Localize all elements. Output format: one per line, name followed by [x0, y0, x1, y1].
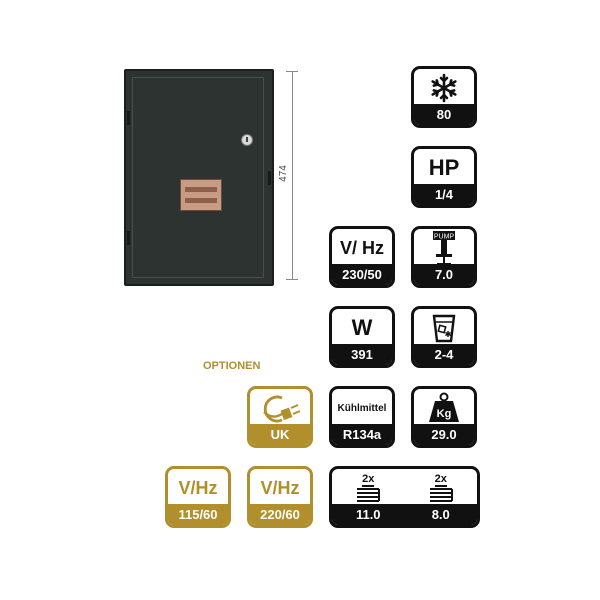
tile-option-uk: UK [247, 386, 313, 448]
refrigerant-value: R134a [332, 424, 392, 445]
tile-option-115: V/Hz 115/60 [165, 466, 231, 528]
weight-icon: Kg [429, 392, 459, 422]
coil-group-2: 2x 8.0 [404, 469, 477, 525]
tile-weight: Kg 29.0 [411, 386, 477, 448]
svg-text:PUMP: PUMP [434, 234, 455, 241]
coil-1-count: 2x [362, 473, 375, 487]
coil-icon [357, 488, 381, 502]
hinge-side [268, 171, 271, 185]
coil-2-value: 8.0 [404, 504, 477, 525]
product-cabinet-image [124, 69, 274, 286]
pump-value: 7.0 [414, 264, 474, 285]
refrigerant-label: Kühlmittel [337, 402, 387, 414]
tile-refrigerant: Kühlmittel R134a [329, 386, 395, 448]
hp-value: 1/4 [414, 184, 474, 205]
watt-label: W [351, 315, 373, 340]
cabinet-door [132, 77, 264, 278]
coil-2-count: 2x [434, 473, 447, 487]
tile-coils: 2x 11.0 2x 8.0 [329, 466, 480, 528]
dimension-label: 474 [277, 165, 289, 182]
tile-option-220: V/Hz 220/60 [247, 466, 313, 528]
tile-cooling: 80 [411, 66, 477, 128]
hinge-bottom [127, 231, 130, 245]
dimension-tick-top [286, 71, 298, 72]
opt-115-value: 115/60 [168, 504, 228, 525]
opt-220-label: V/Hz [260, 477, 300, 498]
snowflake-icon [431, 73, 457, 103]
voltage-label: V/ Hz [339, 237, 384, 258]
uk-plug-icon [263, 395, 301, 423]
glass-value: 2-4 [414, 344, 474, 365]
glass-ice-icon [432, 314, 456, 343]
hinge-top [127, 111, 130, 125]
pump-icon: PUMP [433, 231, 455, 265]
brand-plate [180, 179, 222, 211]
opt-220-value: 220/60 [250, 504, 310, 525]
weight-value: 29.0 [414, 424, 474, 445]
coil-icon [429, 488, 453, 502]
dimension-line [292, 71, 293, 279]
options-heading: OPTIONEN [203, 360, 261, 372]
uk-value: UK [250, 424, 310, 445]
dimension-tick-bottom [286, 279, 298, 280]
tile-pump: PUMP 7.0 [411, 226, 477, 288]
lock-icon [241, 134, 253, 146]
hp-label: HP [428, 155, 460, 180]
tile-voltage: V/ Hz 230/50 [329, 226, 395, 288]
svg-text:Kg: Kg [437, 408, 452, 420]
tile-power: W 391 [329, 306, 395, 368]
cooling-value: 80 [414, 104, 474, 125]
coil-group-1: 2x 11.0 [332, 469, 405, 525]
voltage-value: 230/50 [332, 264, 392, 285]
coil-1-value: 11.0 [332, 504, 405, 525]
tile-glass: 2-4 [411, 306, 477, 368]
opt-115-label: V/Hz [178, 477, 218, 498]
watt-value: 391 [332, 344, 392, 365]
tile-horsepower: HP 1/4 [411, 146, 477, 208]
